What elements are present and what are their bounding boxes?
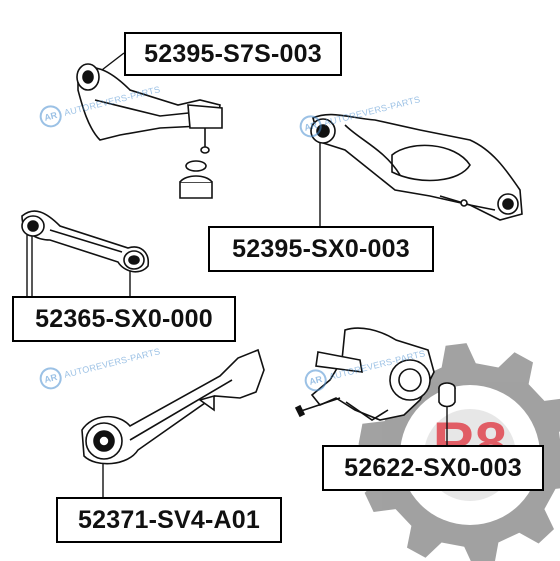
lower-arm-drawing <box>310 113 523 221</box>
part-label-lower-arm: 52395-SX0-003 <box>208 226 434 272</box>
trailing-arm-drawing <box>81 348 265 465</box>
part-label-upper-arm: 52395-S7S-003 <box>124 32 342 76</box>
upper-arm-drawing <box>76 63 223 199</box>
part-label-knuckle-bushing: 52622-SX0-003 <box>322 445 544 491</box>
knuckle-drawing <box>294 327 456 421</box>
part-label-trailing-arm: 52371-SV4-A01 <box>56 497 282 543</box>
part-label-link: 52365-SX0-000 <box>12 296 236 342</box>
link-drawing <box>21 210 150 273</box>
